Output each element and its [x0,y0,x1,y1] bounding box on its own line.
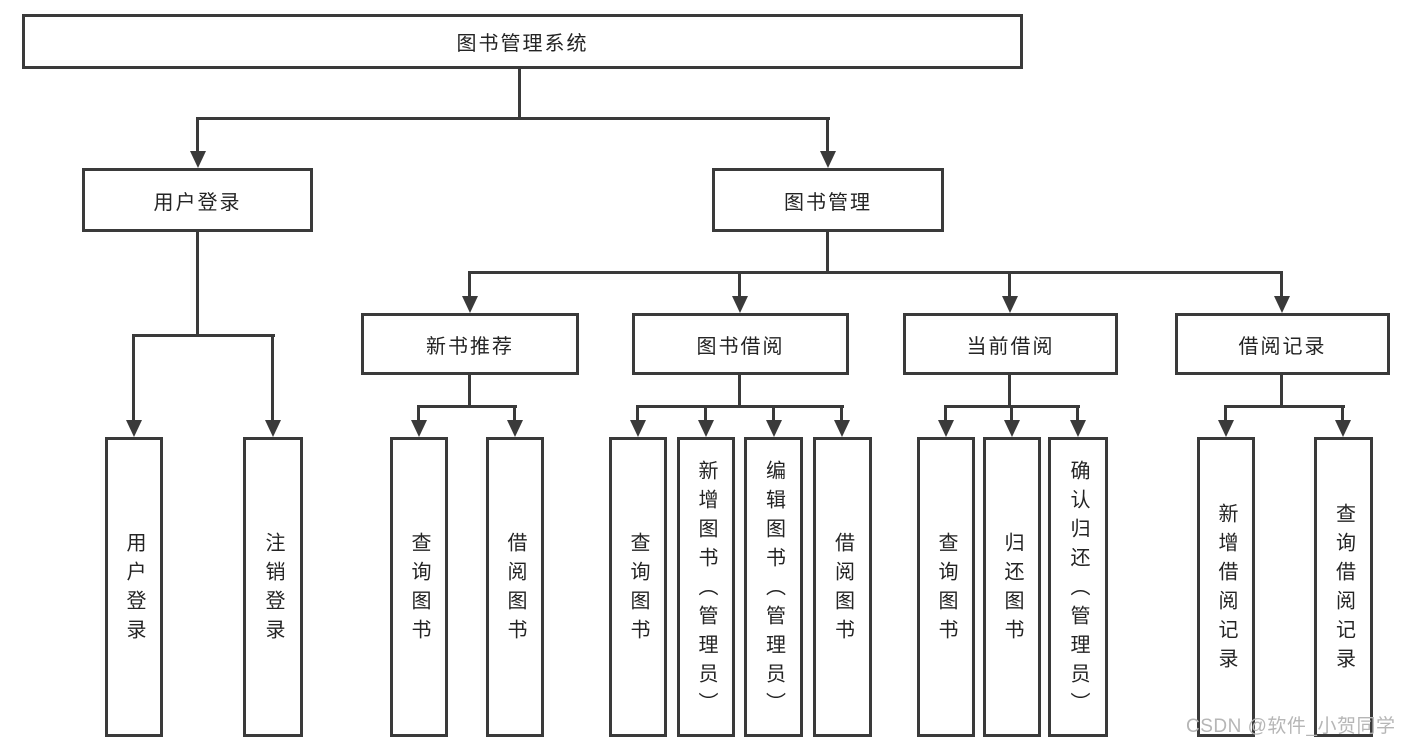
leaf-borrow-books-borrowing: 借阅图书 [813,437,872,737]
node-new-book-recommend: 新书推荐 [361,313,579,375]
connector-book-borrowing-rail [636,405,844,408]
leaf-label: 编辑图书（管理员） [762,459,785,721]
connector-borrowing-records-rail [1224,405,1345,408]
leaf-confirm-return-admin: 确认归还（管理员） [1048,437,1108,737]
node-label: 图书管理系统 [456,33,589,55]
node-label: 图书管理 [784,191,872,214]
leaf-label: 注销登录 [262,532,284,648]
leaf-edit-books-admin: 编辑图书（管理员） [744,437,803,737]
connector-book-management-stem [826,232,829,273]
connector-to-user-login [196,117,199,153]
connector-to-leaf-add-record [1224,405,1227,422]
connector-to-new-book [468,271,471,298]
leaf-return-books: 归还图书 [983,437,1041,737]
leaf-add-books-admin: 新增图书（管理员） [677,437,735,737]
connector-current-borrowing-stem [1008,375,1011,408]
arrowhead-current-borrowing [1002,296,1018,313]
arrowhead-leaf-query-3 [938,420,954,437]
arrowhead-leaf-query-1 [411,420,427,437]
leaf-label: 借阅图书 [831,532,854,648]
node-label: 当前借阅 [966,335,1055,358]
arrowhead-leaf-borrow-1 [507,420,523,437]
node-borrowing-records: 借阅记录 [1175,313,1390,375]
arrowhead-leaf-add-record [1218,420,1234,437]
arrowhead-borrowing-records [1274,296,1290,313]
connector-to-leaf-user-login [132,334,135,421]
node-user-login: 用户登录 [82,168,313,232]
leaf-logout: 注销登录 [243,437,303,737]
leaf-label: 用户登录 [123,532,145,648]
connector-borrowing-records-stem [1280,375,1283,408]
leaf-query-books-current: 查询图书 [917,437,975,737]
connector-to-leaf-borrow-2 [840,405,843,422]
connector-to-leaf-return [1010,405,1013,422]
arrowhead-leaf-return [1004,420,1020,437]
connector-to-book-management [826,117,829,153]
connector-to-leaf-query-1 [417,405,420,422]
connector-new-book-stem [468,375,471,408]
leaf-user-login: 用户登录 [105,437,163,737]
connector-to-leaf-logout [271,334,274,421]
connector-book-borrowing-stem [738,375,741,408]
node-label: 用户登录 [153,191,242,214]
leaf-label: 新增借阅记录 [1215,503,1237,677]
leaf-borrow-books-recommend: 借阅图书 [486,437,544,737]
arrowhead-leaf-query-record [1335,420,1351,437]
node-label: 图书借阅 [696,335,785,358]
connector-to-leaf-confirm-return [1076,405,1079,422]
leaf-label: 查询图书 [935,532,957,648]
node-book-management: 图书管理 [712,168,944,232]
leaf-query-borrow-record: 查询借阅记录 [1314,437,1373,737]
connector-to-leaf-query-2 [636,405,639,422]
connector-to-leaf-add-books [704,405,707,422]
arrowhead-new-book [462,296,478,313]
leaf-label: 归还图书 [1001,532,1023,648]
arrowhead-leaf-add-books [698,420,714,437]
leaf-label: 借阅图书 [504,532,526,648]
leaf-query-books-borrowing: 查询图书 [609,437,667,737]
leaf-label: 查询图书 [408,532,430,648]
connector-user-login-rail [132,334,275,337]
connector-root-stem [518,69,521,118]
connector-to-leaf-query-3 [944,405,947,422]
leaf-label: 查询借阅记录 [1332,503,1355,677]
connector-to-borrowing-records [1280,271,1283,298]
arrowhead-leaf-logout [265,420,281,437]
arrowhead-leaf-query-2 [630,420,646,437]
csdn-watermark: CSDN @软件_小贺同学 [1186,716,1396,737]
arrowhead-book-management [820,151,836,168]
connector-level2-rail [196,117,830,120]
leaf-query-books-recommend: 查询图书 [390,437,448,737]
arrowhead-user-login [190,151,206,168]
arrowhead-leaf-edit-books [766,420,782,437]
node-current-borrowing: 当前借阅 [903,313,1118,375]
leaf-label: 确认归还（管理员） [1067,459,1089,721]
connector-to-book-borrowing [738,271,741,298]
leaf-label: 查询图书 [627,532,649,648]
connector-level3-rail [468,271,1283,274]
arrowhead-leaf-borrow-2 [834,420,850,437]
arrowhead-book-borrowing [732,296,748,313]
arrowhead-leaf-confirm-return [1070,420,1086,437]
leaf-add-borrow-record: 新增借阅记录 [1197,437,1255,737]
node-book-borrowing: 图书借阅 [632,313,849,375]
leaf-label: 新增图书（管理员） [695,459,717,721]
connector-to-current-borrowing [1008,271,1011,298]
node-label: 新书推荐 [426,335,514,358]
connector-new-book-rail [417,405,517,408]
connector-to-leaf-borrow-1 [513,405,516,422]
arrowhead-leaf-user-login [126,420,142,437]
node-root-library-system: 图书管理系统 [22,14,1023,69]
connector-user-login-stem [196,232,199,336]
node-label: 借阅记录 [1238,335,1327,358]
connector-to-leaf-query-record [1341,405,1344,422]
connector-to-leaf-edit-books [772,405,775,422]
